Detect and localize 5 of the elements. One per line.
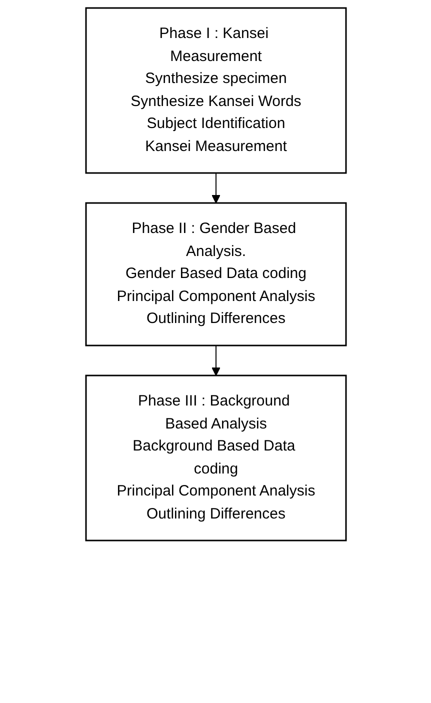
node-box: Phase II : Gender Based Analysis. Gender Based Data coding Principal Component Analysis Outlining Differences [84, 202, 346, 346]
arrow [211, 345, 220, 376]
node-box: Phase I : Kansei Measurement Synthesize specimen Synthesize Kansei Words Subject Identification Kansei Measurement [84, 7, 346, 174]
node-box: Phase III : Background Based Analysis Background Based Data coding Principal Component Analysis Outlining Differences [84, 374, 346, 542]
arrow [211, 172, 220, 204]
